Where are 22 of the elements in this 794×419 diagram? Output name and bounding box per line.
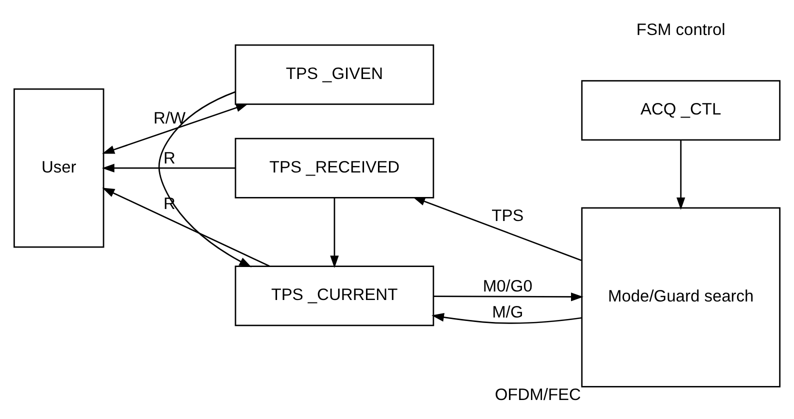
node-box: ACQ _CTL <box>581 80 780 140</box>
node-box: TPS _GIVEN <box>234 44 434 104</box>
node-label: OFDM/FEC <box>494 385 581 404</box>
arrow <box>102 103 248 154</box>
arrow <box>432 312 582 324</box>
edge-label: M/G <box>492 302 524 321</box>
arrow <box>676 140 686 210</box>
label: FSM control <box>636 20 726 38</box>
edge-label: R/W <box>153 109 186 128</box>
arrow <box>102 163 236 172</box>
node-box: TPS _RECEIVED <box>234 137 434 198</box>
arrow <box>434 292 584 301</box>
node-box: Mode/Guard search <box>581 206 780 387</box>
arrow <box>330 197 339 268</box>
node-box: TPS _CURRENT <box>234 265 434 326</box>
node-box: User <box>14 88 104 248</box>
edge-label: TPS <box>492 206 524 225</box>
edge-label: R <box>164 148 176 167</box>
edge-label: M0/G0 <box>482 276 532 295</box>
arrow <box>102 187 270 266</box>
arrow <box>158 90 252 267</box>
arrow <box>412 196 582 261</box>
